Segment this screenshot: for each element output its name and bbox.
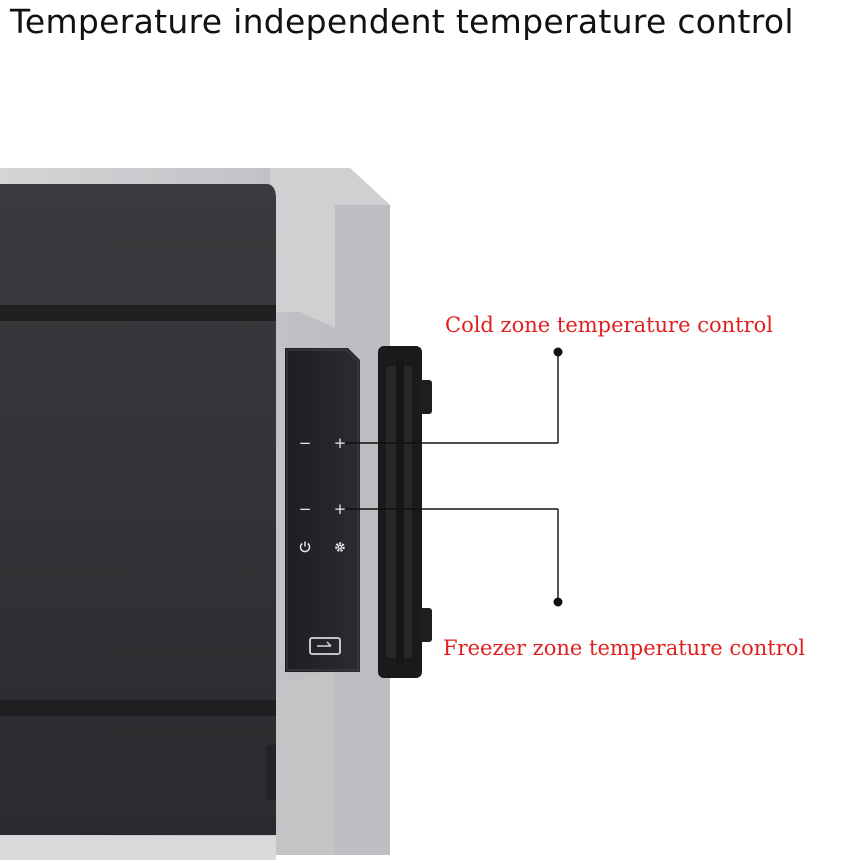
cold-zone-label: Cold zone temperature control [445,313,773,337]
fridge-lid [0,184,276,860]
gear-icon [335,542,345,552]
freezer-zone-leader [344,508,563,607]
settings-button[interactable] [333,539,347,553]
cold-zone-minus-button[interactable]: − [298,434,312,452]
control-panel [285,348,360,672]
freezer-zone-plus-button[interactable]: + [333,500,347,518]
freezer-zone-label: Freezer zone temperature control [443,636,806,660]
power-button[interactable] [298,539,312,553]
cold-zone-plus-button[interactable]: + [333,434,347,452]
side-handle [378,346,432,678]
cold-zone-leader [344,347,563,444]
freezer-zone-minus-button[interactable]: − [298,500,312,518]
power-icon [299,541,311,553]
usb-port-icon [309,637,341,655]
page-title: Temperature independent temperature cont… [10,2,794,41]
